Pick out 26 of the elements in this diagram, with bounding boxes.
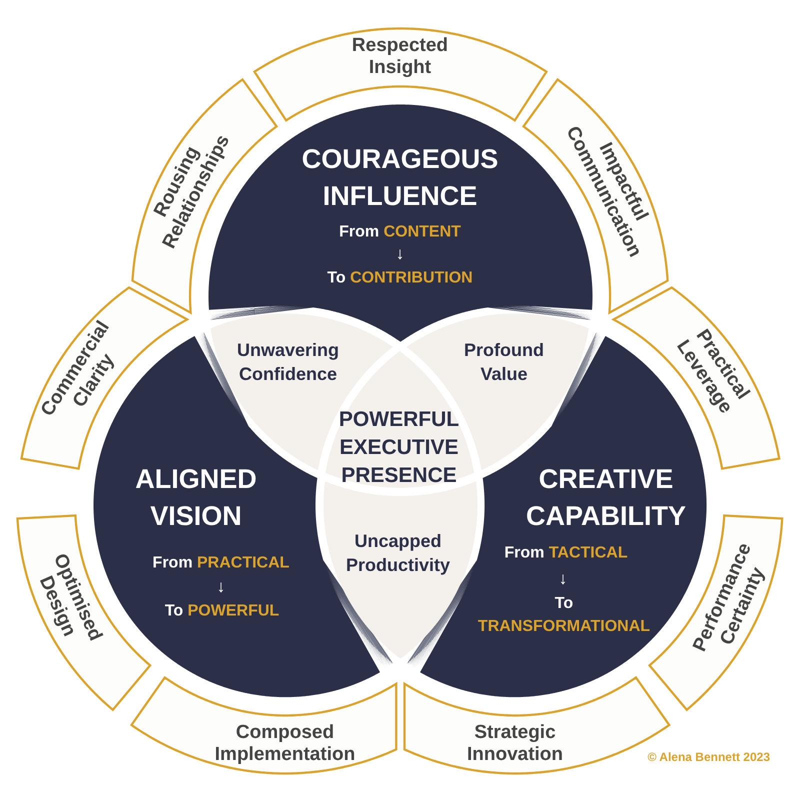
ring-segment: [252, 26, 548, 122]
shift-text: From PRACTICAL: [152, 553, 290, 574]
segment-label: Strategic Innovation: [466, 722, 564, 766]
overlap-label: Unwavering Confidence: [236, 339, 340, 386]
shift-text: From CONTENT: [338, 222, 462, 242]
shift-text: To CONTRIBUTION: [326, 268, 474, 288]
down-arrow: ↓: [394, 243, 406, 265]
overlap-label: Uncapped Productivity: [344, 530, 452, 577]
circle-heading: ALIGNED VISION: [134, 462, 258, 533]
center-label: POWERFUL EXECUTIVE PRESENCE: [338, 406, 460, 489]
ring-segment: [20, 286, 188, 470]
segment-label: Composed Implementation: [214, 722, 356, 766]
ring-segment: [612, 286, 780, 470]
circle-heading: CREATIVE CAPABILITY: [524, 462, 687, 533]
ring-segment: [16, 514, 152, 712]
segment-label: Respected Insight: [350, 35, 450, 79]
ring-segment: [130, 676, 398, 774]
copyright-note: © Alena Bennett 2023: [648, 750, 770, 764]
shift-text: From TACTICAL: [503, 543, 629, 564]
circle-heading: COURAGEOUS INFLUENCE: [300, 143, 500, 213]
down-arrow: ↓: [216, 576, 226, 598]
shift-text: To POWERFUL: [164, 601, 280, 622]
shift-text: To TRANSFORMATIONAL: [476, 594, 652, 637]
down-arrow: ↓: [558, 568, 568, 590]
overlap-label: Profound Value: [462, 339, 545, 386]
overlap-region: [322, 480, 478, 659]
